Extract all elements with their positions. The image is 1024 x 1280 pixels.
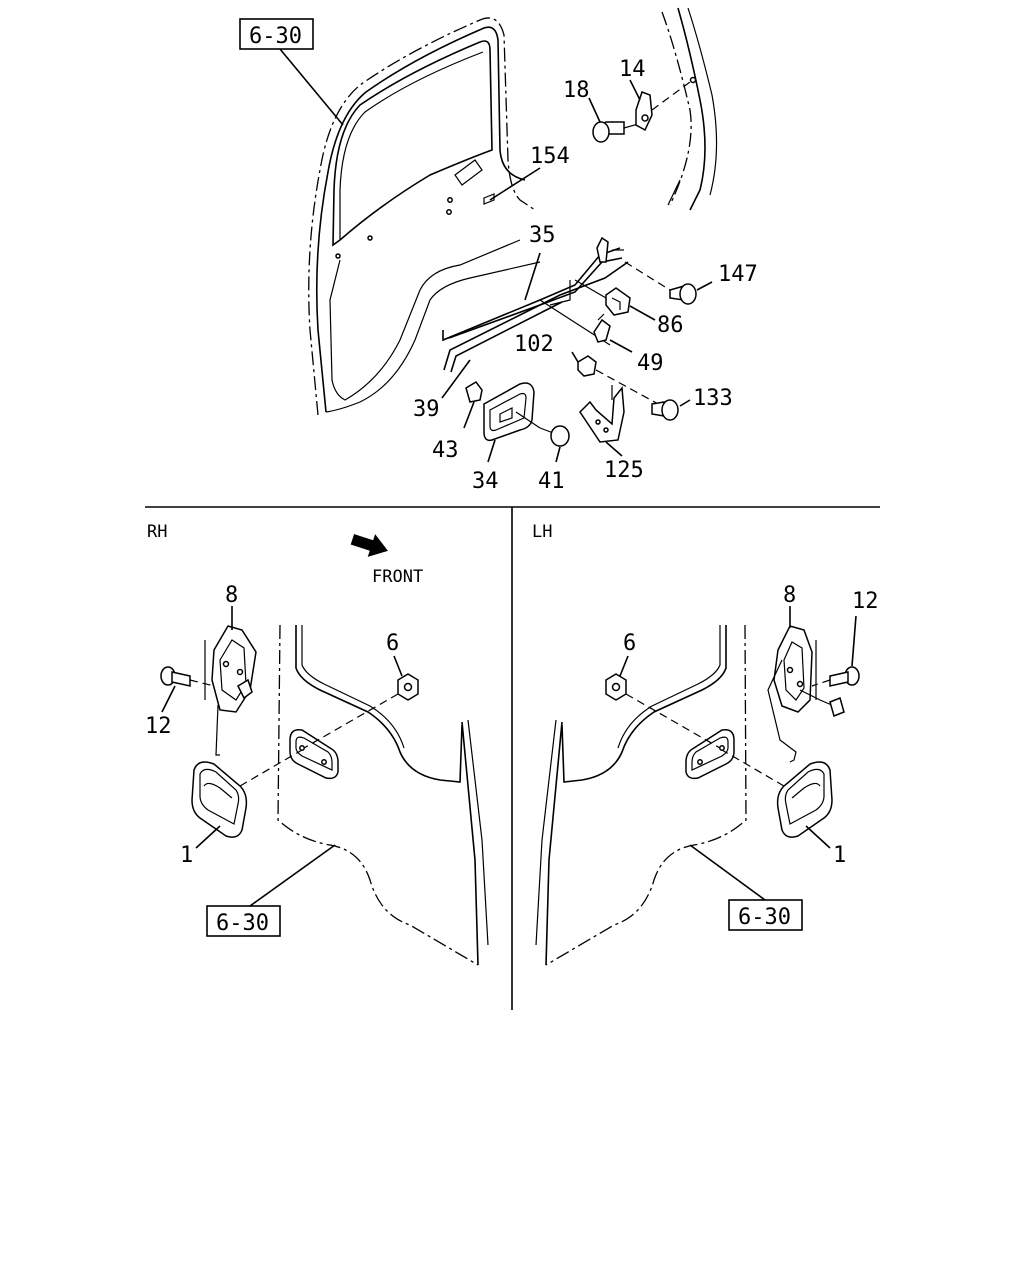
inner-handle-34 [483, 382, 535, 463]
callouts-lh: 8 6 12 1 [623, 583, 879, 868]
ref-box-lh: 6-30 [689, 844, 803, 931]
ref-label-rh: 6-30 [216, 911, 269, 936]
callout-41: 41 [538, 469, 565, 494]
lock-assembly-lh-8 [767, 606, 845, 763]
callout-lh-8: 8 [783, 583, 796, 608]
door-lower-rh [277, 624, 489, 966]
bolt-18 [588, 97, 639, 143]
callout-39: 39 [413, 397, 440, 422]
nut-rh-6 [303, 655, 419, 749]
screw-lh-12 [811, 615, 860, 687]
callout-102: 102 [514, 332, 554, 357]
callout-rh-6: 6 [386, 631, 399, 656]
ref-box-rh: 6-30 [206, 844, 336, 937]
callout-43: 43 [432, 438, 459, 463]
callout-rh-8: 8 [225, 583, 238, 608]
section-label-lh: LH [532, 522, 552, 542]
callout-rh-12: 12 [145, 714, 172, 739]
outer-handle-lh-1 [721, 749, 833, 849]
outer-handle-rh-1 [191, 749, 303, 849]
callout-34: 34 [472, 469, 499, 494]
ref-box-top: 6-30 [239, 18, 344, 126]
door-panel-top [308, 17, 541, 416]
section-label-rh: RH [147, 522, 167, 542]
rod-35 [442, 247, 623, 342]
bolt-133 [651, 399, 691, 421]
callout-86: 86 [657, 313, 684, 338]
front-arrow-icon [350, 534, 388, 557]
body-pillar [661, 7, 718, 211]
lock-assembly-rh-8 [204, 606, 257, 756]
striker-14 [629, 79, 691, 132]
front-label: FRONT [372, 567, 423, 587]
rod-39 [441, 261, 629, 399]
ref-label-top: 6-30 [249, 24, 302, 49]
clip-49 [593, 313, 633, 353]
callout-lh-1: 1 [833, 843, 846, 868]
bolt-147 [624, 261, 713, 305]
clip-86 [574, 279, 656, 321]
callout-49: 49 [637, 351, 664, 376]
ref-label-lh: 6-30 [738, 905, 791, 930]
nut-lh-6 [605, 655, 721, 749]
callout-125: 125 [604, 458, 644, 483]
clip-43 [463, 381, 483, 429]
bracket-125 [579, 385, 625, 457]
callout-147: 147 [718, 262, 758, 287]
door-lower-lh [535, 624, 747, 966]
callouts-top: 18 14 154 35 147 86 49 102 133 39 43 34 … [413, 57, 758, 494]
callout-35: 35 [529, 223, 556, 248]
screw-rh-12 [160, 666, 215, 713]
nut-102 [571, 351, 661, 406]
callout-rh-1: 1 [180, 843, 193, 868]
callout-14: 14 [619, 57, 646, 82]
callouts-rh: 8 6 12 1 [145, 583, 399, 868]
callout-lh-12: 12 [852, 589, 879, 614]
screw-41 [515, 411, 570, 463]
callout-154: 154 [530, 144, 570, 169]
callout-133: 133 [693, 386, 733, 411]
leader-154 [489, 167, 541, 201]
callout-18: 18 [563, 78, 590, 103]
callout-lh-6: 6 [623, 631, 636, 656]
